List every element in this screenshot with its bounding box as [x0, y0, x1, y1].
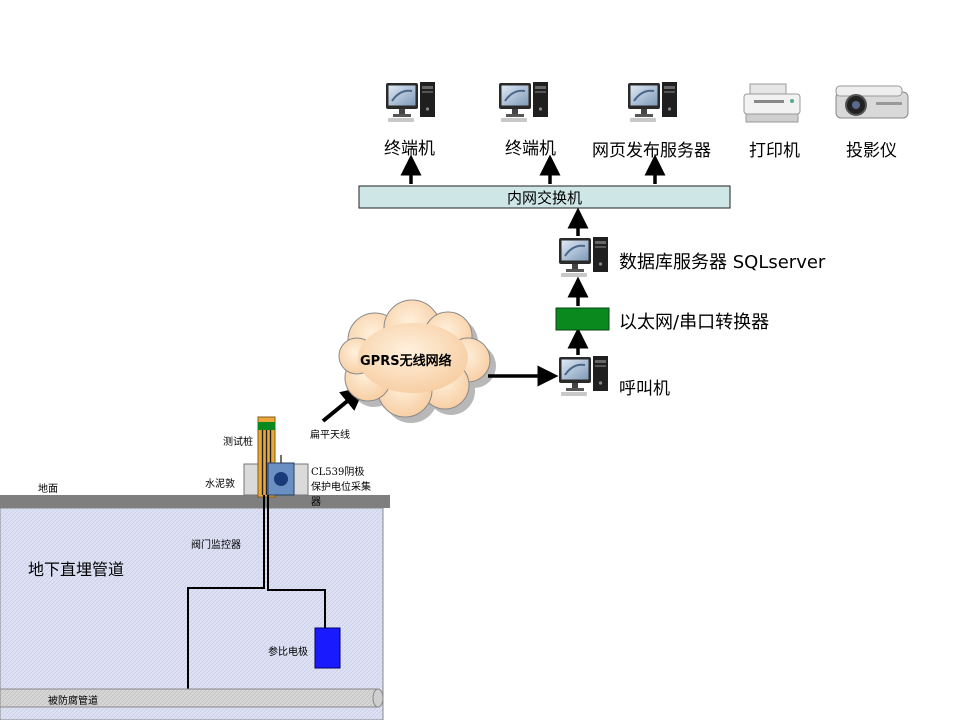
webserver-label: 网页发布服务器 — [592, 141, 711, 161]
terminal2-computer-icon — [498, 81, 549, 123]
caller-computer-icon — [558, 355, 609, 397]
switch-bar — [358, 185, 731, 209]
test-pile-cap — [258, 422, 275, 430]
terminal1-label: 终端机 — [384, 139, 435, 159]
reference-electrode-label: 参比电极 — [268, 647, 308, 658]
anticorrosion-pipe-label: 被防腐管道 — [48, 696, 98, 707]
terminal1-computer-icon — [385, 81, 436, 123]
printer-icon — [743, 83, 801, 123]
gprs-label: GPRS无线网络 — [360, 354, 452, 369]
test-pile-label: 测试桩 — [223, 437, 253, 448]
projector-icon — [835, 85, 909, 119]
collector-label: CL539阴极保护电位采集器 — [311, 467, 371, 508]
buried-pipeline-label: 地下直埋管道 — [28, 560, 125, 579]
valve-monitor-label: 阀门监控器 — [191, 540, 241, 551]
underground-soil — [0, 507, 384, 720]
wire-to-pipe — [187, 495, 265, 690]
antenna-label: 扁平天线 — [310, 430, 350, 441]
caller-label: 呼叫机 — [619, 379, 670, 399]
webserver-computer-icon — [627, 81, 678, 123]
printer-label: 打印机 — [749, 141, 800, 161]
wire-to-electrode — [267, 495, 326, 628]
projector-label: 投影仪 — [846, 141, 897, 161]
converter-box — [555, 307, 610, 331]
ground-label: 地面 — [38, 484, 58, 495]
ground-surface — [0, 495, 390, 508]
arrow-antenna-to-cloud — [321, 386, 366, 423]
reference-electrode — [314, 627, 341, 669]
terminal2-label: 终端机 — [505, 139, 556, 159]
cement-pier-label: 水泥敦 — [205, 479, 235, 490]
switch-label: 内网交换机 — [506, 189, 582, 207]
db-server-label: 数据库服务器 SQLserver — [619, 252, 826, 273]
db-server-icon — [558, 236, 609, 278]
converter-label: 以太网/串口转换器 — [619, 312, 770, 333]
gprs-cloud — [338, 299, 496, 423]
